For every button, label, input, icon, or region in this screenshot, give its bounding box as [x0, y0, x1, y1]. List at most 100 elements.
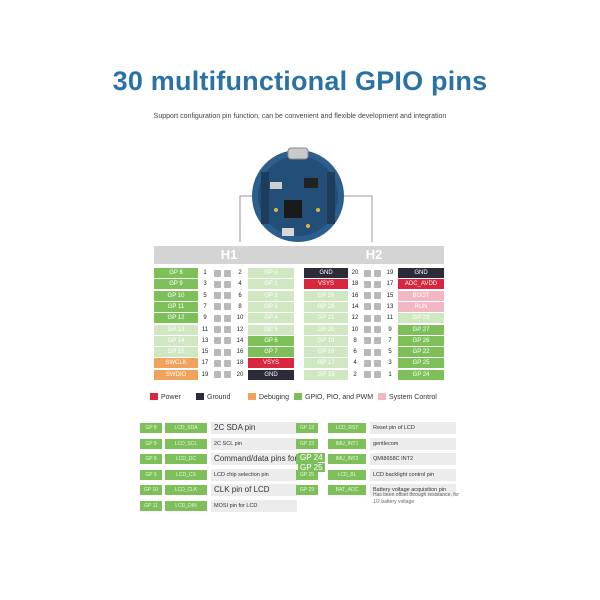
pin-header-right-icon	[327, 172, 335, 224]
h1-header-hole-icon	[224, 269, 231, 277]
h1-header-hole-icon	[224, 303, 231, 311]
legend-label: GPIO, PIO, and PWM	[305, 394, 374, 401]
h1-pin-right: GP 0	[248, 268, 294, 278]
function-pin-tag: GP 9	[140, 438, 162, 449]
h1-header-hole-icon	[224, 337, 231, 345]
h2-header-hole-icon	[364, 292, 371, 300]
function-pin-tag: GP 8	[140, 454, 162, 464]
function-name-tag: LCD_CLK	[165, 485, 207, 495]
h1-header-hole-icon	[224, 326, 231, 333]
h2-pin-number-right: 11	[384, 313, 396, 324]
h1-pin-left: SWCLK	[154, 358, 198, 369]
h2-header-hole-icon	[374, 303, 381, 311]
function-description: Reset pin of LCD	[370, 422, 456, 434]
h1-header-hole-icon	[214, 292, 221, 300]
h1-pin-number-right: 2	[234, 268, 246, 278]
h1-pin-right: GP 6	[248, 335, 294, 346]
h2-pin-left: GP 29	[304, 290, 348, 301]
h2-header-hole-icon	[374, 371, 381, 379]
function-name-tag: LCD_DC	[165, 454, 207, 464]
h2-pin-number-left: 16	[349, 290, 361, 301]
h2-pin-number-right: 17	[384, 279, 396, 290]
h2-pin-right: GP 23	[398, 313, 444, 324]
h1-pin-number-left: 1	[199, 268, 211, 278]
function-description: Battery voltage acquisition pin	[370, 484, 456, 496]
h1-pin-number-right: 8	[234, 301, 246, 312]
h2-header-hole-icon	[374, 337, 381, 345]
h2-pin-number-left: 8	[349, 335, 361, 346]
h1-pin-number-left: 7	[199, 301, 211, 312]
header-h1-bar: H1	[154, 246, 304, 264]
function-pin-tag: GP 10	[140, 485, 162, 495]
h2-pin-number-left: 20	[349, 268, 361, 278]
h1-pin-number-left: 9	[199, 313, 211, 324]
h1-pin-left: GP 13	[154, 324, 198, 335]
h2-pin-right: GP 26	[398, 335, 444, 346]
legend-item: System Control	[378, 393, 437, 401]
h2-header-hole-icon	[364, 326, 371, 333]
h1-pin-number-right: 4	[234, 279, 246, 290]
h1-header-hole-icon	[224, 348, 231, 356]
function-description: 2C SCL pin	[211, 437, 297, 450]
battery-note: Has been offset through resistance, for …	[373, 492, 460, 505]
h2-pin-left: GP 20	[304, 324, 348, 335]
legend-label: Power	[161, 394, 181, 401]
h1-pin-right: GP 2	[248, 290, 294, 301]
function-pin-tag: GP 25	[296, 469, 318, 480]
h1-pin-number-right: 20	[234, 369, 246, 380]
h2-pin-number-left: 12	[349, 313, 361, 324]
h1-pin-number-left: 5	[199, 290, 211, 301]
h2-header-hole-icon	[374, 348, 381, 356]
h2-header-hole-icon	[374, 280, 381, 288]
h2-pin-right: GP 22	[398, 347, 444, 358]
overlap-pin-label: GP 24	[298, 453, 325, 462]
h1-pin-left: GP 15	[154, 347, 198, 358]
h1-pin-right: GP 1	[248, 279, 294, 290]
function-description: 2C SDA pin	[211, 422, 297, 434]
h2-pin-left: GP 28	[304, 301, 348, 312]
h1-pin-right: GP 4	[248, 313, 294, 324]
function-name-tag: LCD_CS	[165, 469, 207, 480]
h2-header-hole-icon	[364, 348, 371, 356]
h1-pin-left: GP 14	[154, 335, 198, 346]
h1-header-hole-icon	[224, 280, 231, 288]
page-title: 30 multifunctional GPIO pins	[112, 66, 488, 96]
legend-item: Power	[150, 393, 181, 401]
legend-swatch-icon	[196, 393, 204, 400]
function-name-tag: BAT_ADC	[328, 485, 366, 495]
h2-header-hole-icon	[364, 371, 371, 379]
legend-item: Ground	[196, 393, 230, 401]
h1-header-hole-icon	[214, 371, 221, 379]
connector-line-h2	[338, 195, 373, 242]
h2-pin-left: GP 17	[304, 358, 348, 369]
h2-header-hole-icon	[364, 269, 371, 277]
function-pin-tag: GP 23	[296, 438, 318, 449]
h2-pin-left: GP 19	[304, 335, 348, 346]
h2-pin-number-right: 15	[384, 290, 396, 301]
h2-header-hole-icon	[364, 314, 371, 322]
h1-header-hole-icon	[214, 303, 221, 311]
h1-pin-left: GP 8	[154, 268, 198, 278]
function-pin-tag: GP 8	[140, 423, 162, 433]
header-h1: H1	[220, 247, 238, 262]
h1-pin-left: GP 10	[154, 290, 198, 301]
h2-pin-number-right: 9	[384, 324, 396, 335]
h2-pin-right: BOOT	[398, 290, 444, 301]
h2-pin-number-left: 14	[349, 301, 361, 312]
h1-pin-number-right: 12	[234, 324, 246, 335]
h1-pin-number-left: 11	[199, 324, 211, 335]
usb-port-icon	[287, 147, 309, 160]
h1-pin-number-left: 17	[199, 358, 211, 369]
h1-pin-left: GP 9	[154, 279, 198, 290]
function-pin-tag: GP 12	[296, 423, 318, 433]
h2-header-hole-icon	[374, 359, 381, 367]
h2-pin-right: ADC_AVDD	[398, 279, 444, 290]
h1-header-hole-icon	[214, 269, 221, 277]
h1-header-hole-icon	[214, 348, 221, 356]
function-pin-tag: GP 9	[140, 469, 162, 480]
h2-pin-number-right: 3	[384, 358, 396, 369]
function-description: MOSI pin for LCD	[211, 499, 297, 512]
h2-pin-right: RUN	[398, 301, 444, 312]
h1-pin-right: GP 3	[248, 301, 294, 312]
mcu-chip-icon	[284, 200, 302, 218]
